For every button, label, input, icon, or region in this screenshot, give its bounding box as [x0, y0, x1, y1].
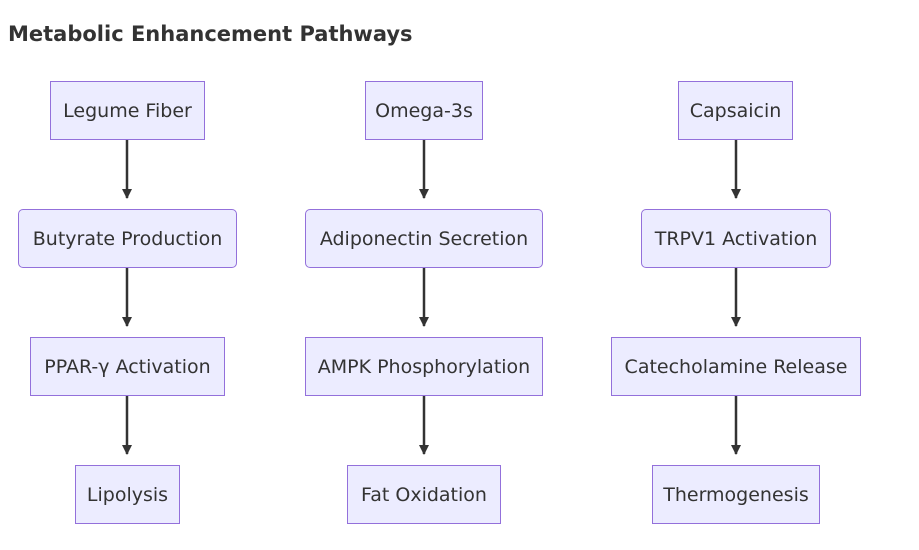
node-lipolysis: Lipolysis [75, 465, 180, 524]
diagram-title: Metabolic Enhancement Pathways [8, 22, 413, 46]
node-catecholamine-release: Catecholamine Release [611, 337, 861, 396]
node-trpv1-activation: TRPV1 Activation [641, 209, 831, 268]
node-adiponectin-secretion: Adiponectin Secretion [305, 209, 543, 268]
node-capsaicin: Capsaicin [678, 81, 793, 140]
node-ampk-phosphorylation: AMPK Phosphorylation [305, 337, 543, 396]
node-fat-oxidation: Fat Oxidation [347, 465, 501, 524]
node-thermogenesis: Thermogenesis [652, 465, 820, 524]
node-legume-fiber: Legume Fiber [50, 81, 205, 140]
node-omega-3s: Omega-3s [365, 81, 483, 140]
node-butyrate-production: Butyrate Production [18, 209, 237, 268]
node-ppar-gamma-activation: PPAR-γ Activation [30, 337, 225, 396]
